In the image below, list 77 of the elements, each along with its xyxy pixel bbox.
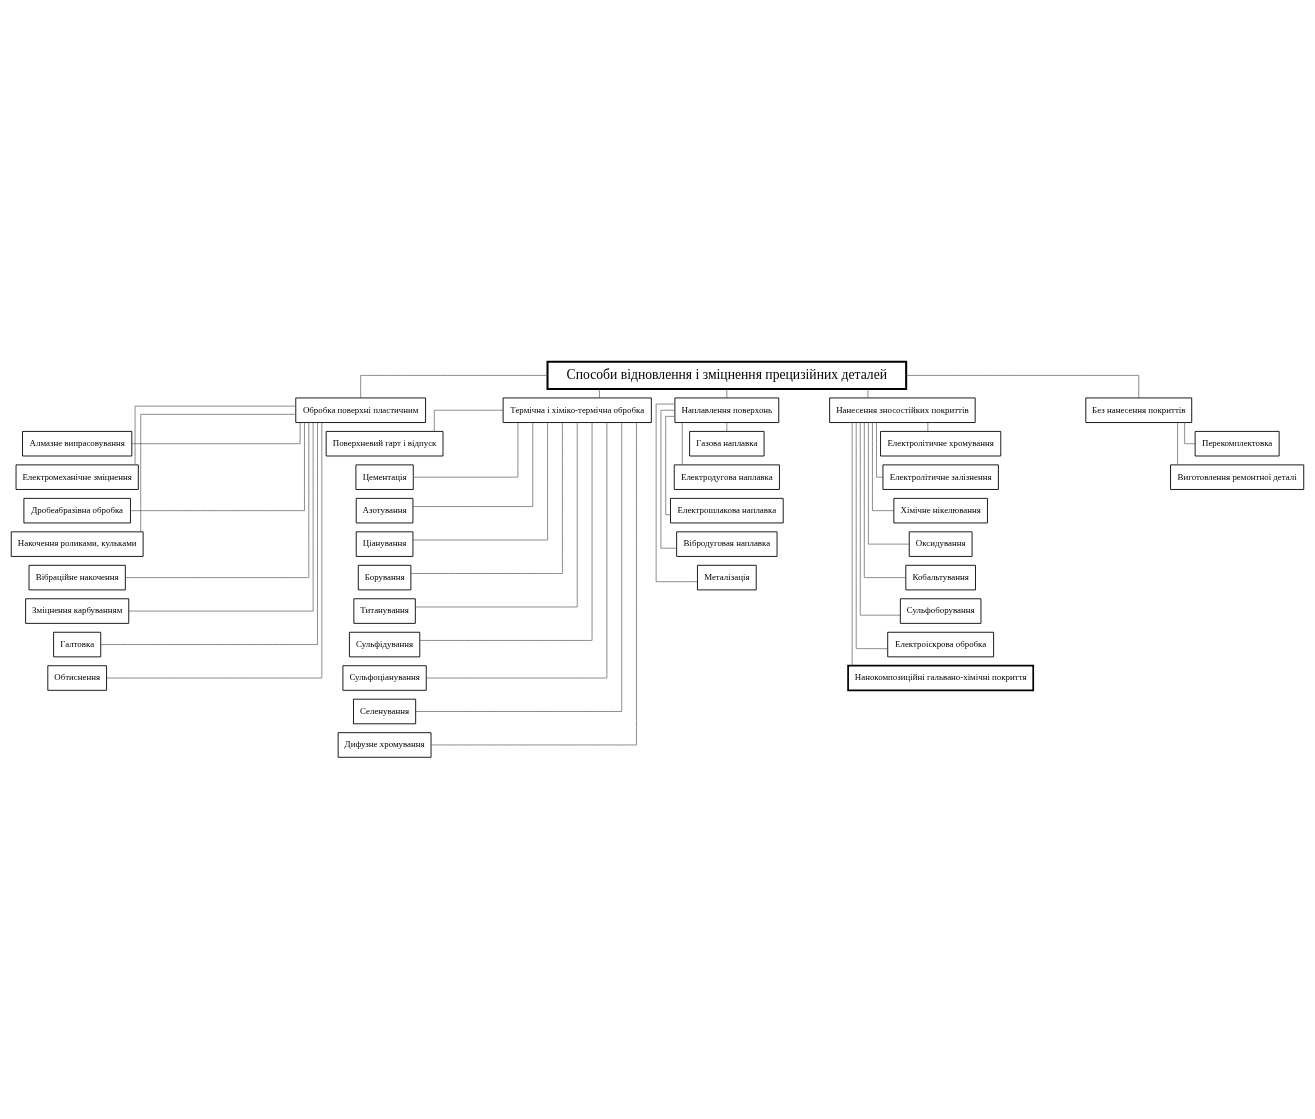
connector xyxy=(660,409,677,549)
node-box: Сульфоціанування xyxy=(342,665,427,691)
node-box: Способи відновлення і зміцнення прецизійних деталей xyxy=(546,360,908,391)
node-box: Дробеабразівна обробка xyxy=(23,497,131,524)
node-box: Селенування xyxy=(353,698,417,725)
node-box: Перекомплектовка xyxy=(1194,430,1280,457)
connector xyxy=(1184,422,1196,445)
node-box: Галтовка xyxy=(53,631,102,658)
node-box: Дифузне хромування xyxy=(337,732,432,758)
connector xyxy=(855,422,888,649)
node-box: Титанування xyxy=(353,598,416,624)
connector xyxy=(726,388,728,399)
node-box: Сульфідування xyxy=(348,631,421,658)
connector xyxy=(851,422,853,666)
connector xyxy=(415,422,578,608)
node-box: Нанесення зносостійких покриттів xyxy=(829,397,976,423)
node-box: Борування xyxy=(357,564,412,591)
connector xyxy=(125,422,310,578)
node-box: Обробка поверхні пластичним xyxy=(295,397,427,423)
connector xyxy=(681,422,683,466)
node-box: Сульфоборування xyxy=(899,598,982,624)
connector xyxy=(433,409,504,432)
node-box: Вібраційне накочення xyxy=(28,564,126,591)
connector xyxy=(665,416,676,516)
connector xyxy=(106,422,323,679)
node-box: Алмазне випрасовування xyxy=(22,430,133,457)
node-box: Електролітичне хромування xyxy=(880,430,1002,457)
connector xyxy=(131,422,301,445)
connector xyxy=(430,422,637,746)
connector xyxy=(360,375,548,399)
connector xyxy=(872,422,895,511)
connector xyxy=(655,403,698,583)
connector xyxy=(413,422,519,478)
connector xyxy=(927,422,929,432)
node-box: Обтиснення xyxy=(47,665,107,691)
connector xyxy=(419,422,593,641)
connector xyxy=(426,422,608,679)
connector xyxy=(864,422,906,578)
connector xyxy=(868,422,910,545)
node-box: Цементація xyxy=(355,464,414,490)
connector xyxy=(412,422,534,507)
node-box: Без нанесення покриттів xyxy=(1085,397,1193,423)
connector xyxy=(134,405,297,466)
node-box: Хімічне нікелювання xyxy=(893,497,988,524)
connector xyxy=(859,422,901,616)
node-box: Зміцнення карбуванням xyxy=(25,598,130,624)
connector xyxy=(412,422,548,541)
connector xyxy=(726,422,728,432)
node-box: Азотування xyxy=(355,497,414,524)
node-box: Наплавлення поверхонь xyxy=(674,397,780,423)
node-box: Накочення роликами, кульками xyxy=(10,531,144,557)
connector xyxy=(410,422,563,574)
connector xyxy=(415,422,623,712)
connector xyxy=(867,388,869,399)
connector xyxy=(130,422,305,511)
node-box: Кобальтування xyxy=(905,564,976,591)
connector xyxy=(1177,422,1178,466)
connector xyxy=(599,388,600,399)
node-box: Оксидування xyxy=(908,531,973,557)
connector xyxy=(906,375,1140,399)
connector xyxy=(128,422,314,612)
connector xyxy=(100,422,318,645)
node-box: Електродугова наплавка xyxy=(673,464,780,490)
node-box: Нанокомпозиційні гальвано-хімічні покриття xyxy=(847,664,1035,692)
node-box: Виготовлення ремонтної деталі xyxy=(1170,464,1305,490)
node-box: Ціанування xyxy=(355,531,414,557)
node-box: Електролітичне залізнення xyxy=(882,464,999,490)
node-box: Металізація xyxy=(697,564,757,591)
node-box: Поверхневий гарт і відпуск xyxy=(325,430,444,457)
node-box: Електрошлакова наплавка xyxy=(670,497,784,524)
node-box: Електроіскрова обробка xyxy=(887,631,995,658)
node-box: Електромеханічне зміцнення xyxy=(15,464,139,490)
connector xyxy=(876,422,884,478)
node-box: Вібродуговая наплавка xyxy=(676,531,778,557)
connector xyxy=(140,414,296,532)
node-box: Термічна і хіміко-термічна обробка xyxy=(502,397,652,423)
node-box: Газова наплавка xyxy=(689,430,765,457)
